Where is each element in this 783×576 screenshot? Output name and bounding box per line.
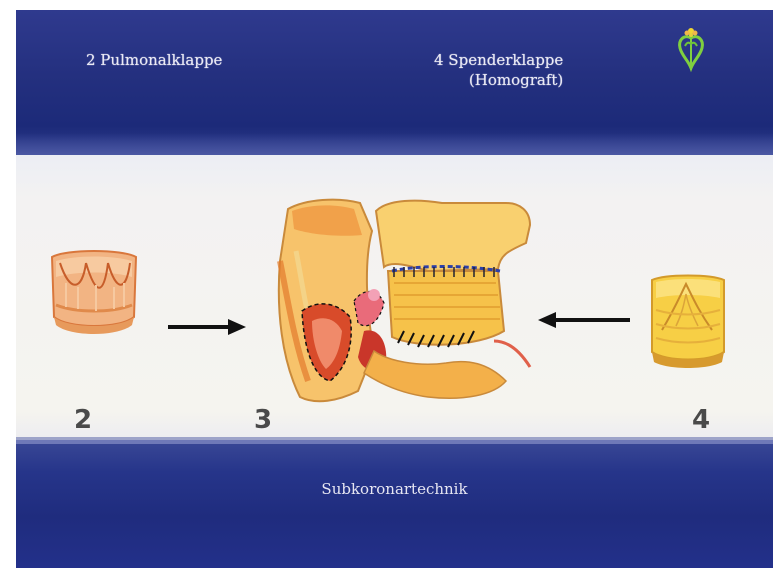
- donor-valve-label: 4 Spenderklappe (Homograft): [434, 50, 563, 90]
- aortic-root-illustration: [268, 191, 568, 411]
- header-band: 2 Pulmonalklappe 4 Spenderklappe (Homogr…: [16, 10, 773, 155]
- technique-caption: Subkoronartechnik: [16, 480, 773, 498]
- donor-valve-label-line2: (Homograft): [434, 70, 563, 90]
- logo-flower-heart-icon: [676, 24, 706, 76]
- slide: 2 Pulmonalklappe 4 Spenderklappe (Homogr…: [16, 10, 773, 568]
- arrow-right-icon: [166, 317, 248, 337]
- illustration-panel: 2 3 4: [16, 155, 773, 440]
- donor-valve-label-line1: 4 Spenderklappe: [434, 50, 563, 70]
- figure-number-4: 4: [692, 405, 710, 435]
- donor-valve-illustration: [646, 270, 730, 370]
- arrow-left-icon: [536, 310, 632, 330]
- figure-number-3: 3: [254, 405, 272, 435]
- pulmonary-valve-label: 2 Pulmonalklappe: [86, 50, 222, 70]
- footer-band: [16, 440, 773, 568]
- figure-number-2: 2: [74, 405, 92, 435]
- pulmonary-valve-illustration: [46, 247, 142, 339]
